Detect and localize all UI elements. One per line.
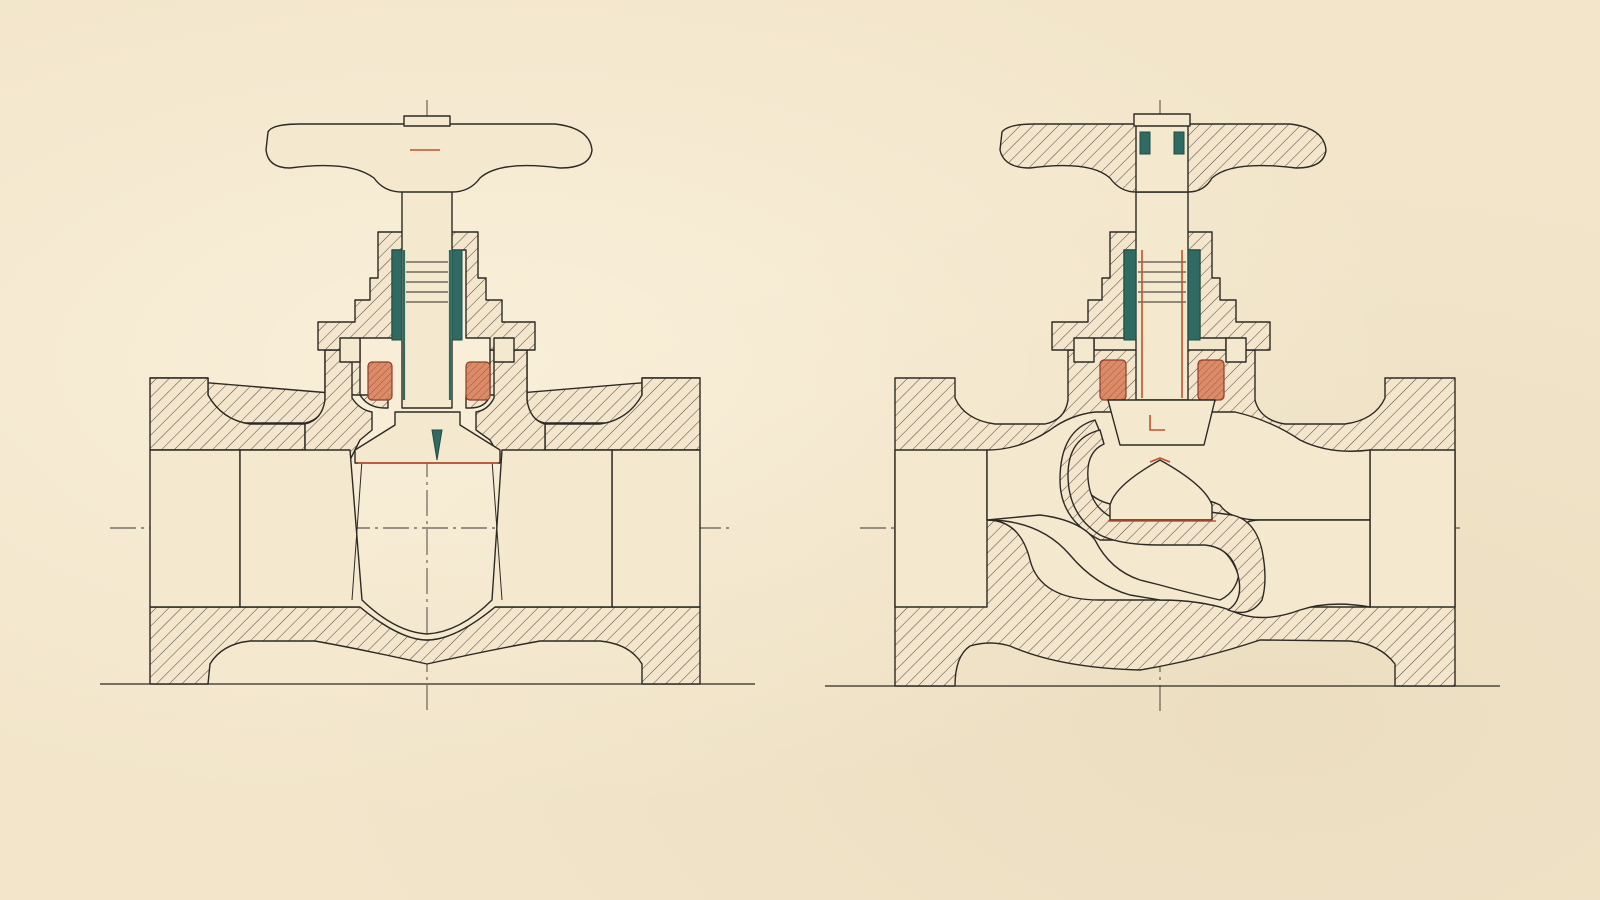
left-body-lower — [149, 606, 701, 685]
right-inlet-bore — [894, 449, 988, 608]
left-handwheel-nut — [403, 115, 451, 127]
left-outlet-bore — [611, 449, 701, 608]
left-handwheel — [265, 123, 593, 193]
right-thread-highlight-b — [1187, 249, 1201, 341]
left-cage-line-a — [351, 459, 363, 601]
right-valve-disc — [1109, 459, 1213, 521]
valve-right-section — [825, 100, 1500, 712]
left-valve-stem — [401, 177, 453, 409]
right-packing-ring-a — [1099, 359, 1127, 401]
left-valve-disc — [354, 411, 501, 464]
left-disc-mark — [431, 429, 443, 461]
right-disc-guide — [1107, 399, 1216, 446]
left-gland-nut-right — [493, 337, 515, 363]
left-neck-wall-left — [304, 349, 373, 461]
right-gland-nut — [1073, 337, 1095, 363]
left-thread-highlight-a — [391, 249, 403, 341]
right-valve-stem — [1135, 169, 1189, 401]
right-gland-nut-right — [1225, 337, 1247, 363]
left-packing-ring-b — [465, 361, 491, 401]
left-thread-highlight-b — [451, 249, 463, 341]
left-chamber — [239, 449, 613, 641]
right-guide-mark — [1149, 415, 1165, 431]
right-hub-key-a — [1139, 131, 1151, 155]
right-thread-highlight-a — [1123, 249, 1137, 341]
left-packing-ring-a — [367, 361, 393, 401]
right-handwheel-nut — [1133, 113, 1191, 127]
left-gland-nut — [339, 337, 361, 363]
right-lower-passage — [986, 514, 1371, 619]
valve-left-section — [100, 100, 755, 710]
left-stem-threads — [406, 261, 448, 303]
left-inlet-bore — [149, 449, 241, 608]
right-packing-ring-b — [1197, 359, 1225, 401]
right-outlet-bore — [1369, 449, 1456, 608]
right-stem-threads — [1138, 261, 1186, 303]
right-hub-key-b — [1173, 131, 1185, 155]
right-disc-tip — [1149, 457, 1171, 463]
left-cage-line-b — [491, 459, 503, 601]
